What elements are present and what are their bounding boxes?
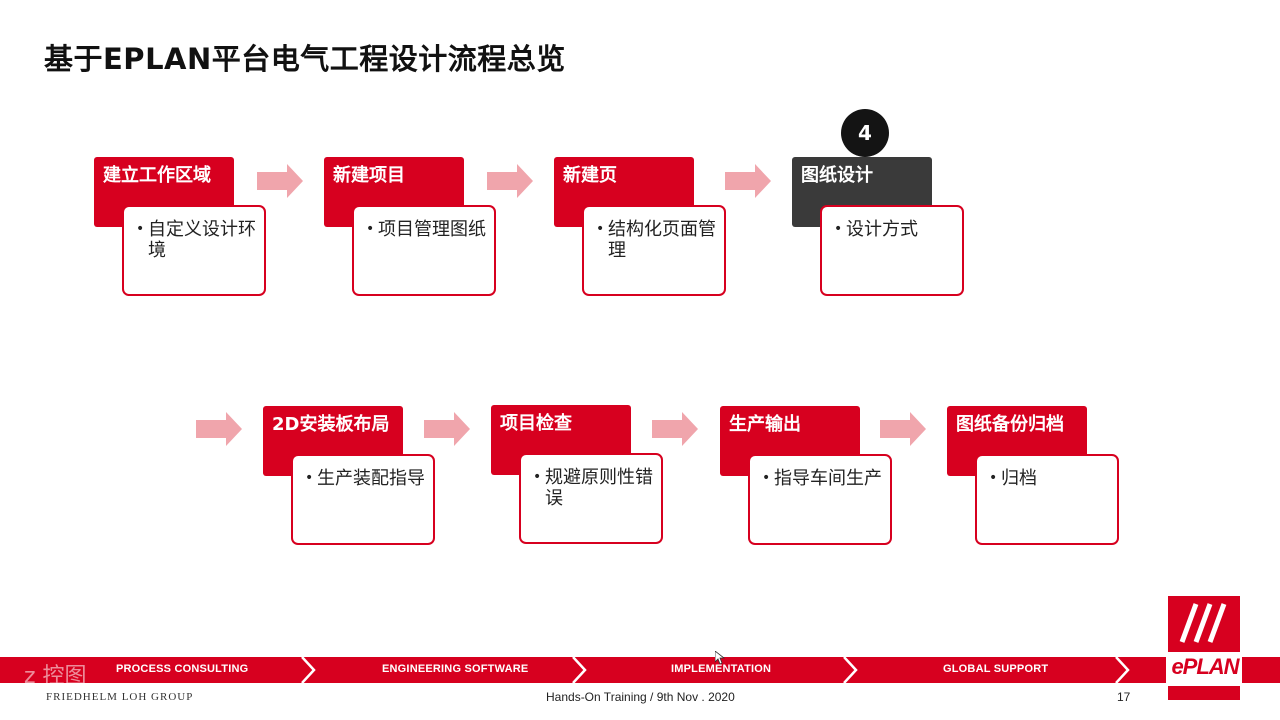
arrow-right-icon <box>487 164 533 198</box>
bullet: • <box>366 221 375 237</box>
bullet: • <box>533 469 542 485</box>
step-detail-text: 归档 <box>1001 468 1037 489</box>
step-detail-box: • 自定义设计环境 <box>122 205 266 296</box>
page-title: 基于EPLAN平台电气工程设计流程总览 <box>44 42 566 76</box>
step-detail-box: • 项目管理图纸 <box>352 205 496 296</box>
page-number: 17 <box>1117 690 1131 704</box>
step-detail-text: 设计方式 <box>846 219 918 240</box>
band-label: PROCESS CONSULTING <box>116 663 249 675</box>
band-label: IMPLEMENTATION <box>671 663 772 675</box>
footer-caption: Hands-On Training / 9th Nov . 2020 <box>546 690 735 704</box>
arrow-right-icon <box>725 164 771 198</box>
step-detail-text: 生产装配指导 <box>317 468 425 489</box>
arrow-right-icon <box>257 164 303 198</box>
step-detail-box: • 归档 <box>975 454 1119 545</box>
step-number-badge: 4 <box>841 109 889 157</box>
band-label: GLOBAL SUPPORT <box>943 663 1049 675</box>
step-detail-box: • 设计方式 <box>820 205 964 296</box>
logo-text: ePLAN <box>1171 654 1239 679</box>
step-detail-box: • 规避原则性错误 <box>519 453 663 544</box>
bullet: • <box>136 221 145 237</box>
band-label: ENGINEERING SOFTWARE <box>382 663 529 675</box>
bullet: • <box>834 221 843 237</box>
bullet: • <box>989 470 998 486</box>
footer-band <box>0 657 1280 683</box>
arrow-right-icon <box>196 412 242 446</box>
eplan-logo-icon <box>1166 596 1242 700</box>
bullet: • <box>762 470 771 486</box>
step-detail-box: • 指导车间生产 <box>748 454 892 545</box>
step-detail-box: • 结构化页面管理 <box>582 205 726 296</box>
step-detail-text: 项目管理图纸 <box>378 219 486 240</box>
watermark: z 控图 <box>24 664 87 689</box>
company-name: FRIEDHELM LOH GROUP <box>46 691 194 703</box>
mouse-cursor-icon <box>715 651 725 665</box>
bullet: • <box>305 470 314 486</box>
arrow-right-icon <box>424 412 470 446</box>
step-detail-text: 结构化页面管理 <box>608 219 716 261</box>
arrow-right-icon <box>880 412 926 446</box>
step-detail-text: 指导车间生产 <box>774 468 882 489</box>
step-detail-text: 自定义设计环境 <box>148 219 256 261</box>
arrow-right-icon <box>652 412 698 446</box>
step-detail-text: 规避原则性错误 <box>545 467 653 509</box>
step-detail-box: • 生产装配指导 <box>291 454 435 545</box>
bullet: • <box>596 221 605 237</box>
